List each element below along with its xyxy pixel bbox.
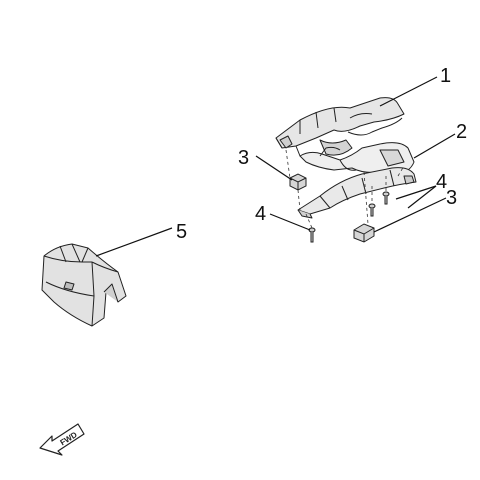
callout-2: 2 [456,121,467,143]
callout-4-left: 4 [255,203,266,225]
callout-5: 5 [176,221,187,243]
part-3-right-clip [353,223,375,243]
part-4-right-screw-a [382,191,390,205]
callout-3-left: 3 [238,147,249,169]
callout-1: 1 [440,65,451,87]
part-5-tail-cowl [41,243,127,327]
part-4-right-screw-b [368,203,376,217]
callout-4-right: 4 [436,171,447,193]
part-2-lower-fender [297,167,417,219]
assembly-dash-lines [285,149,405,229]
fwd-arrow-icon: FWD [39,423,85,456]
part-3-left-clip [289,173,307,191]
leader-lines [95,76,456,257]
callout-3-right: 3 [446,187,457,209]
part-1-inner-splash [299,142,415,175]
